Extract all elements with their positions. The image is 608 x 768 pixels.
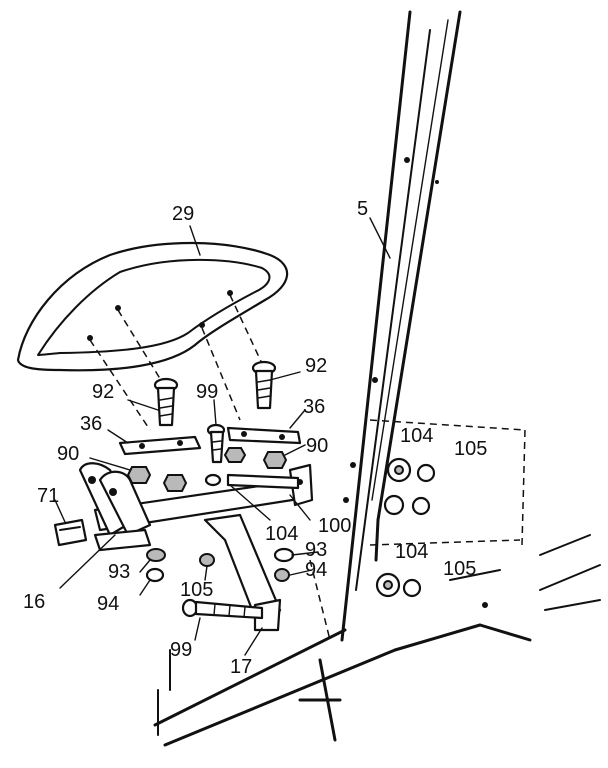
nut-90-left: [126, 466, 188, 492]
label-92-right: 92: [305, 355, 327, 377]
seat-bracket: [78, 462, 314, 552]
plate-36-left: [118, 435, 202, 456]
label-36-left: 36: [80, 413, 102, 435]
label-105-lower: 105: [443, 558, 476, 580]
label-99-lower: 99: [170, 639, 192, 661]
label-90-right: 90: [306, 435, 328, 457]
bolt-99-upper: [206, 423, 226, 464]
label-90-left: 90: [57, 443, 79, 465]
seat: [16, 241, 289, 372]
hardware-upright: [375, 457, 436, 598]
part-labels: 29 5 92 92 99 36 36 90 90 104 105 71 104…: [23, 198, 487, 678]
label-94-right: 94: [305, 559, 327, 581]
label-5: 5: [357, 198, 368, 220]
label-105-upright: 105: [454, 438, 487, 460]
hardware-right: [204, 473, 300, 582]
hardware-left: [145, 548, 215, 583]
nut-90-right: [223, 447, 288, 469]
label-92-left: 92: [92, 381, 114, 403]
end-cap-71: [53, 518, 88, 547]
label-16: 16: [23, 591, 45, 613]
label-93-right: 93: [305, 539, 327, 561]
label-17: 17: [230, 656, 252, 678]
plate-36-right: [226, 426, 302, 445]
upright-post: [340, 10, 462, 642]
label-105-bracket: 105: [180, 579, 213, 601]
bolt-99-lower: [181, 598, 264, 620]
label-36-right: 36: [303, 396, 325, 418]
label-104-upright: 104: [400, 425, 433, 447]
label-94-left: 94: [97, 593, 119, 615]
label-29: 29: [172, 203, 194, 225]
bolt-92-right: [251, 360, 277, 410]
label-104-lower: 104: [395, 541, 428, 563]
base-frame: [153, 419, 601, 747]
leader-lines: [54, 217, 391, 656]
label-104-bracket: 104: [265, 523, 298, 545]
seat-mount-lines: [89, 294, 266, 431]
label-99-upper: 99: [196, 381, 218, 403]
label-93-left: 93: [108, 561, 130, 583]
label-100: 100: [318, 515, 351, 537]
label-71: 71: [37, 485, 59, 507]
bolt-92-left: [153, 377, 179, 427]
